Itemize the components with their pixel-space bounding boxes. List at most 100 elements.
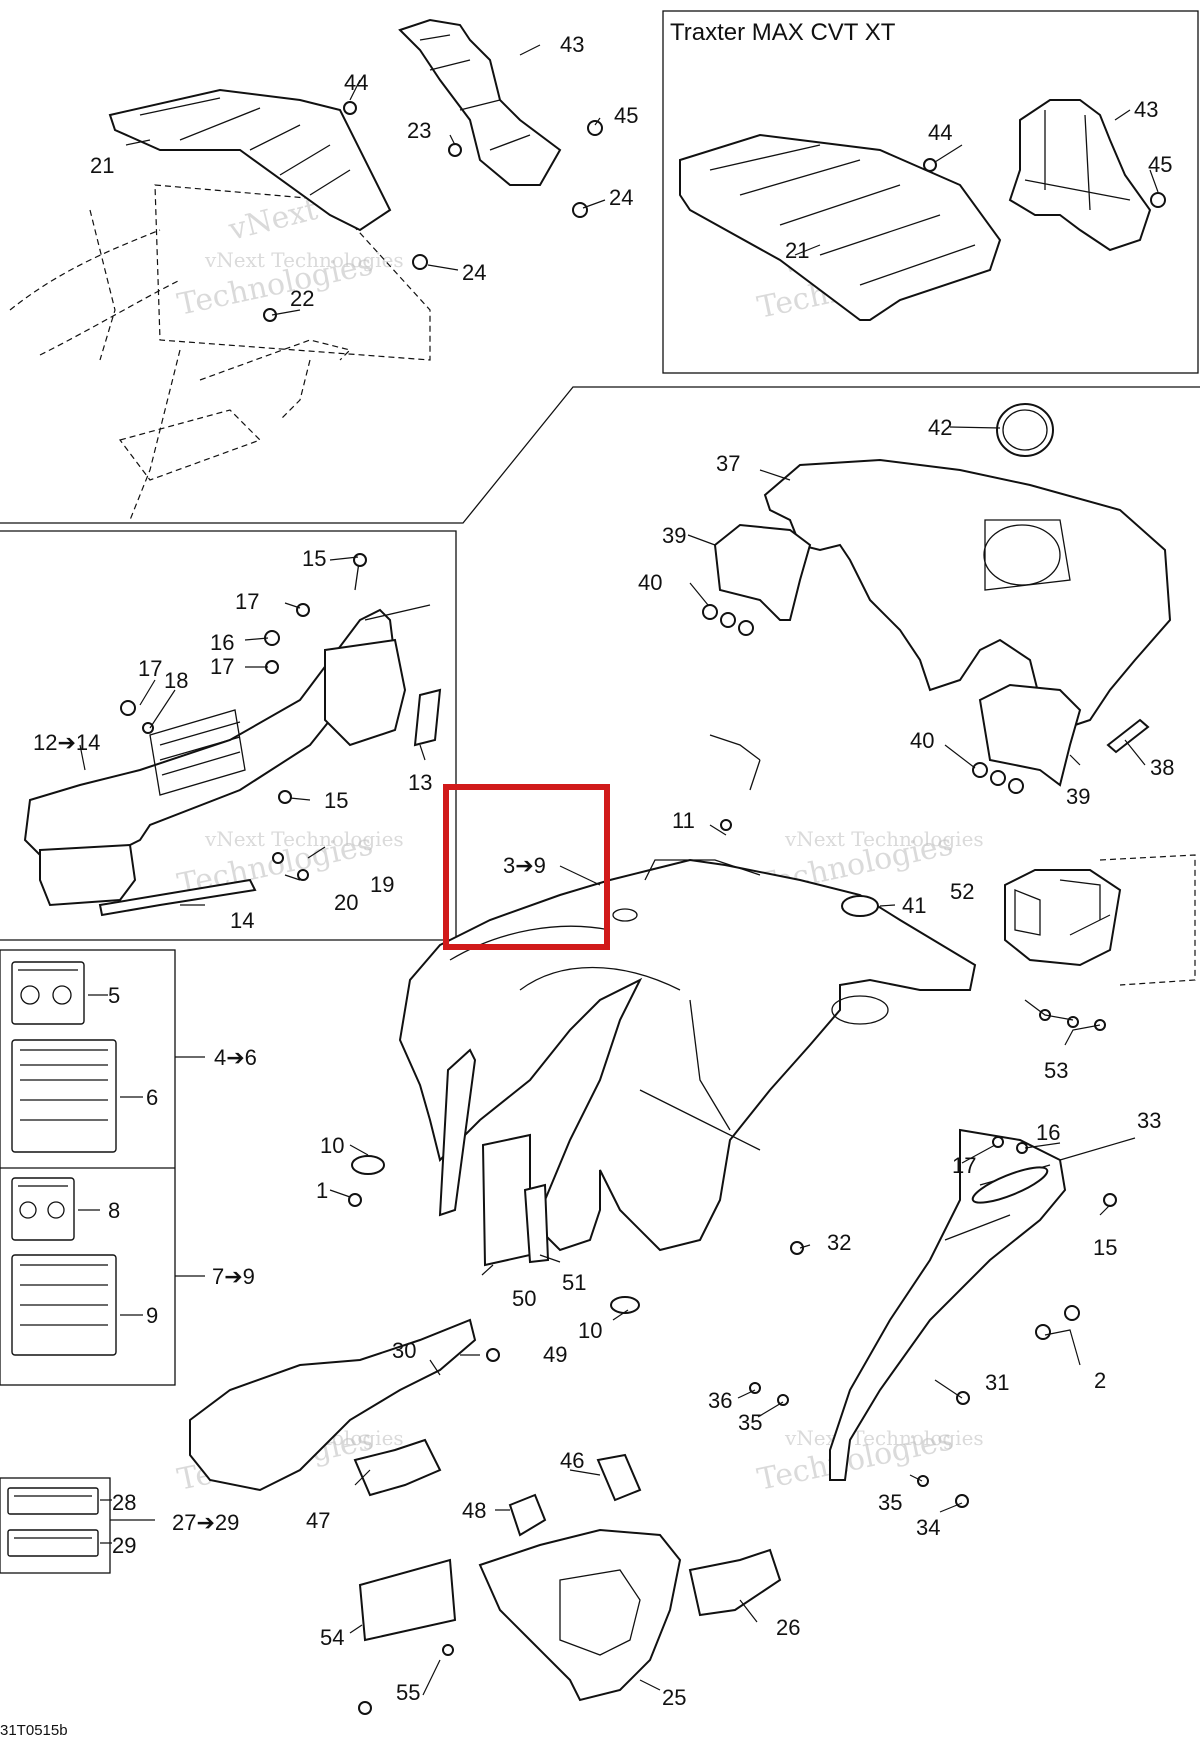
callout-29: 29 bbox=[112, 1533, 136, 1558]
highlight-box bbox=[443, 784, 610, 950]
callout-40: 40 bbox=[638, 570, 662, 595]
callout-25: 25 bbox=[662, 1685, 686, 1710]
rear-fender-body bbox=[398, 858, 977, 1267]
callout-16: 16 bbox=[1036, 1120, 1060, 1145]
callout-50: 50 bbox=[512, 1286, 536, 1311]
callout-45: 45 bbox=[1148, 152, 1172, 177]
callout-6: 6 bbox=[146, 1085, 158, 1110]
callout-49: 49 bbox=[543, 1342, 567, 1367]
callout-44: 44 bbox=[344, 70, 368, 95]
callout-21: 21 bbox=[90, 153, 114, 178]
callout-15: 15 bbox=[1093, 1235, 1117, 1260]
callout-2: 2 bbox=[1094, 1368, 1106, 1393]
callout-14: 14 bbox=[230, 908, 254, 933]
callout-51: 51 bbox=[562, 1270, 586, 1295]
callout-5: 5 bbox=[108, 983, 120, 1008]
watermark-text: vNext Technologies bbox=[784, 1426, 984, 1450]
rear-fascia-37 bbox=[763, 403, 1172, 732]
callout-45: 45 bbox=[614, 103, 638, 128]
callout-1: 1 bbox=[316, 1178, 328, 1203]
callout-30: 30 bbox=[392, 1338, 416, 1363]
callout-11: 11 bbox=[672, 808, 695, 833]
callout-27-29: 27➔29 bbox=[172, 1510, 239, 1535]
callout-35: 35 bbox=[738, 1410, 762, 1435]
front-bumper-assembly bbox=[23, 554, 442, 917]
callout-52: 52 bbox=[950, 879, 974, 904]
fasteners bbox=[120, 101, 1166, 1715]
inset-title: Traxter MAX CVT XT bbox=[670, 19, 896, 46]
callout-39: 39 bbox=[1066, 784, 1090, 809]
decal-group bbox=[7, 961, 117, 1557]
callout-43: 43 bbox=[1134, 97, 1158, 122]
watermark-text: vNext Technologies bbox=[204, 827, 404, 851]
inset-max-rack bbox=[679, 99, 1152, 321]
diagram-code: 31T0515b bbox=[0, 1722, 68, 1739]
callout-10: 10 bbox=[578, 1318, 602, 1343]
fender-flare-33 bbox=[829, 1128, 1067, 1481]
callout-4-6: 4➔6 bbox=[214, 1045, 257, 1070]
callout-8: 8 bbox=[108, 1198, 120, 1223]
callout-44: 44 bbox=[928, 120, 952, 145]
callout-17: 17 bbox=[210, 654, 234, 679]
callout-36: 36 bbox=[708, 1388, 732, 1413]
callout-37: 37 bbox=[716, 451, 740, 476]
callout-9: 9 bbox=[146, 1303, 158, 1328]
decal-6 bbox=[11, 1039, 117, 1153]
callout-35: 35 bbox=[878, 1490, 902, 1515]
callout-28: 28 bbox=[112, 1490, 136, 1515]
lower-panels bbox=[189, 1318, 782, 1702]
callout-7-9: 7➔9 bbox=[212, 1264, 255, 1289]
section-borders bbox=[0, 10, 1200, 1574]
decal-brackets bbox=[78, 994, 205, 1544]
callout-32: 32 bbox=[827, 1230, 851, 1255]
watermark-text: vNext Technologies bbox=[204, 248, 404, 272]
callout-46: 46 bbox=[560, 1448, 584, 1473]
callout-54: 54 bbox=[320, 1625, 344, 1650]
callout-26: 26 bbox=[776, 1615, 800, 1640]
callout-48: 48 bbox=[462, 1498, 486, 1523]
callout-15: 15 bbox=[324, 788, 348, 813]
leader-lines bbox=[79, 44, 1159, 1696]
callout-17: 17 bbox=[952, 1153, 976, 1178]
callout-33: 33 bbox=[1137, 1108, 1161, 1133]
callout-23: 23 bbox=[407, 118, 431, 143]
callout-47: 47 bbox=[306, 1508, 330, 1533]
watermark-group: vNext Technologies Technologies vNext vN… bbox=[174, 192, 983, 1498]
callout-18: 18 bbox=[164, 668, 188, 693]
rear-rack-assembly bbox=[9, 18, 562, 521]
callout-17: 17 bbox=[235, 589, 259, 614]
decal-28 bbox=[7, 1487, 99, 1515]
callout-13: 13 bbox=[408, 770, 432, 795]
callout-55: 55 bbox=[396, 1680, 420, 1705]
callout-43: 43 bbox=[560, 32, 584, 57]
decal-5 bbox=[11, 961, 85, 1025]
callout-24: 24 bbox=[609, 185, 633, 210]
callout-12-14: 12➔14 bbox=[33, 730, 100, 755]
watermark-text: vNext Technologies bbox=[784, 827, 984, 851]
callout-24: 24 bbox=[462, 260, 486, 285]
callout-17: 17 bbox=[138, 656, 162, 681]
callout-42: 42 bbox=[928, 415, 952, 440]
watermark-text: vNext bbox=[224, 192, 321, 248]
callout-34: 34 bbox=[916, 1515, 940, 1540]
callout-53: 53 bbox=[1044, 1058, 1068, 1083]
callout-40: 40 bbox=[910, 728, 934, 753]
callout-21: 21 bbox=[785, 238, 809, 263]
callout-22: 22 bbox=[290, 286, 314, 311]
callout-31: 31 bbox=[985, 1370, 1009, 1395]
highlight-label: 3➔9 bbox=[503, 853, 546, 878]
callout-41: 41 bbox=[902, 893, 926, 918]
brackets-39 bbox=[702, 523, 1150, 794]
callout-10: 10 bbox=[320, 1133, 344, 1158]
callout-20: 20 bbox=[334, 890, 358, 915]
callouts: 43 44 45 23 21 24 24 22 44 43 45 21 42 3… bbox=[33, 32, 1174, 1710]
callout-39: 39 bbox=[662, 523, 686, 548]
decal-29 bbox=[7, 1529, 99, 1557]
callout-38: 38 bbox=[1150, 755, 1174, 780]
taillight-52 bbox=[1004, 854, 1196, 986]
decal-8 bbox=[11, 1177, 75, 1241]
callout-15: 15 bbox=[302, 546, 326, 571]
callout-16: 16 bbox=[210, 630, 234, 655]
callout-19: 19 bbox=[370, 872, 394, 897]
